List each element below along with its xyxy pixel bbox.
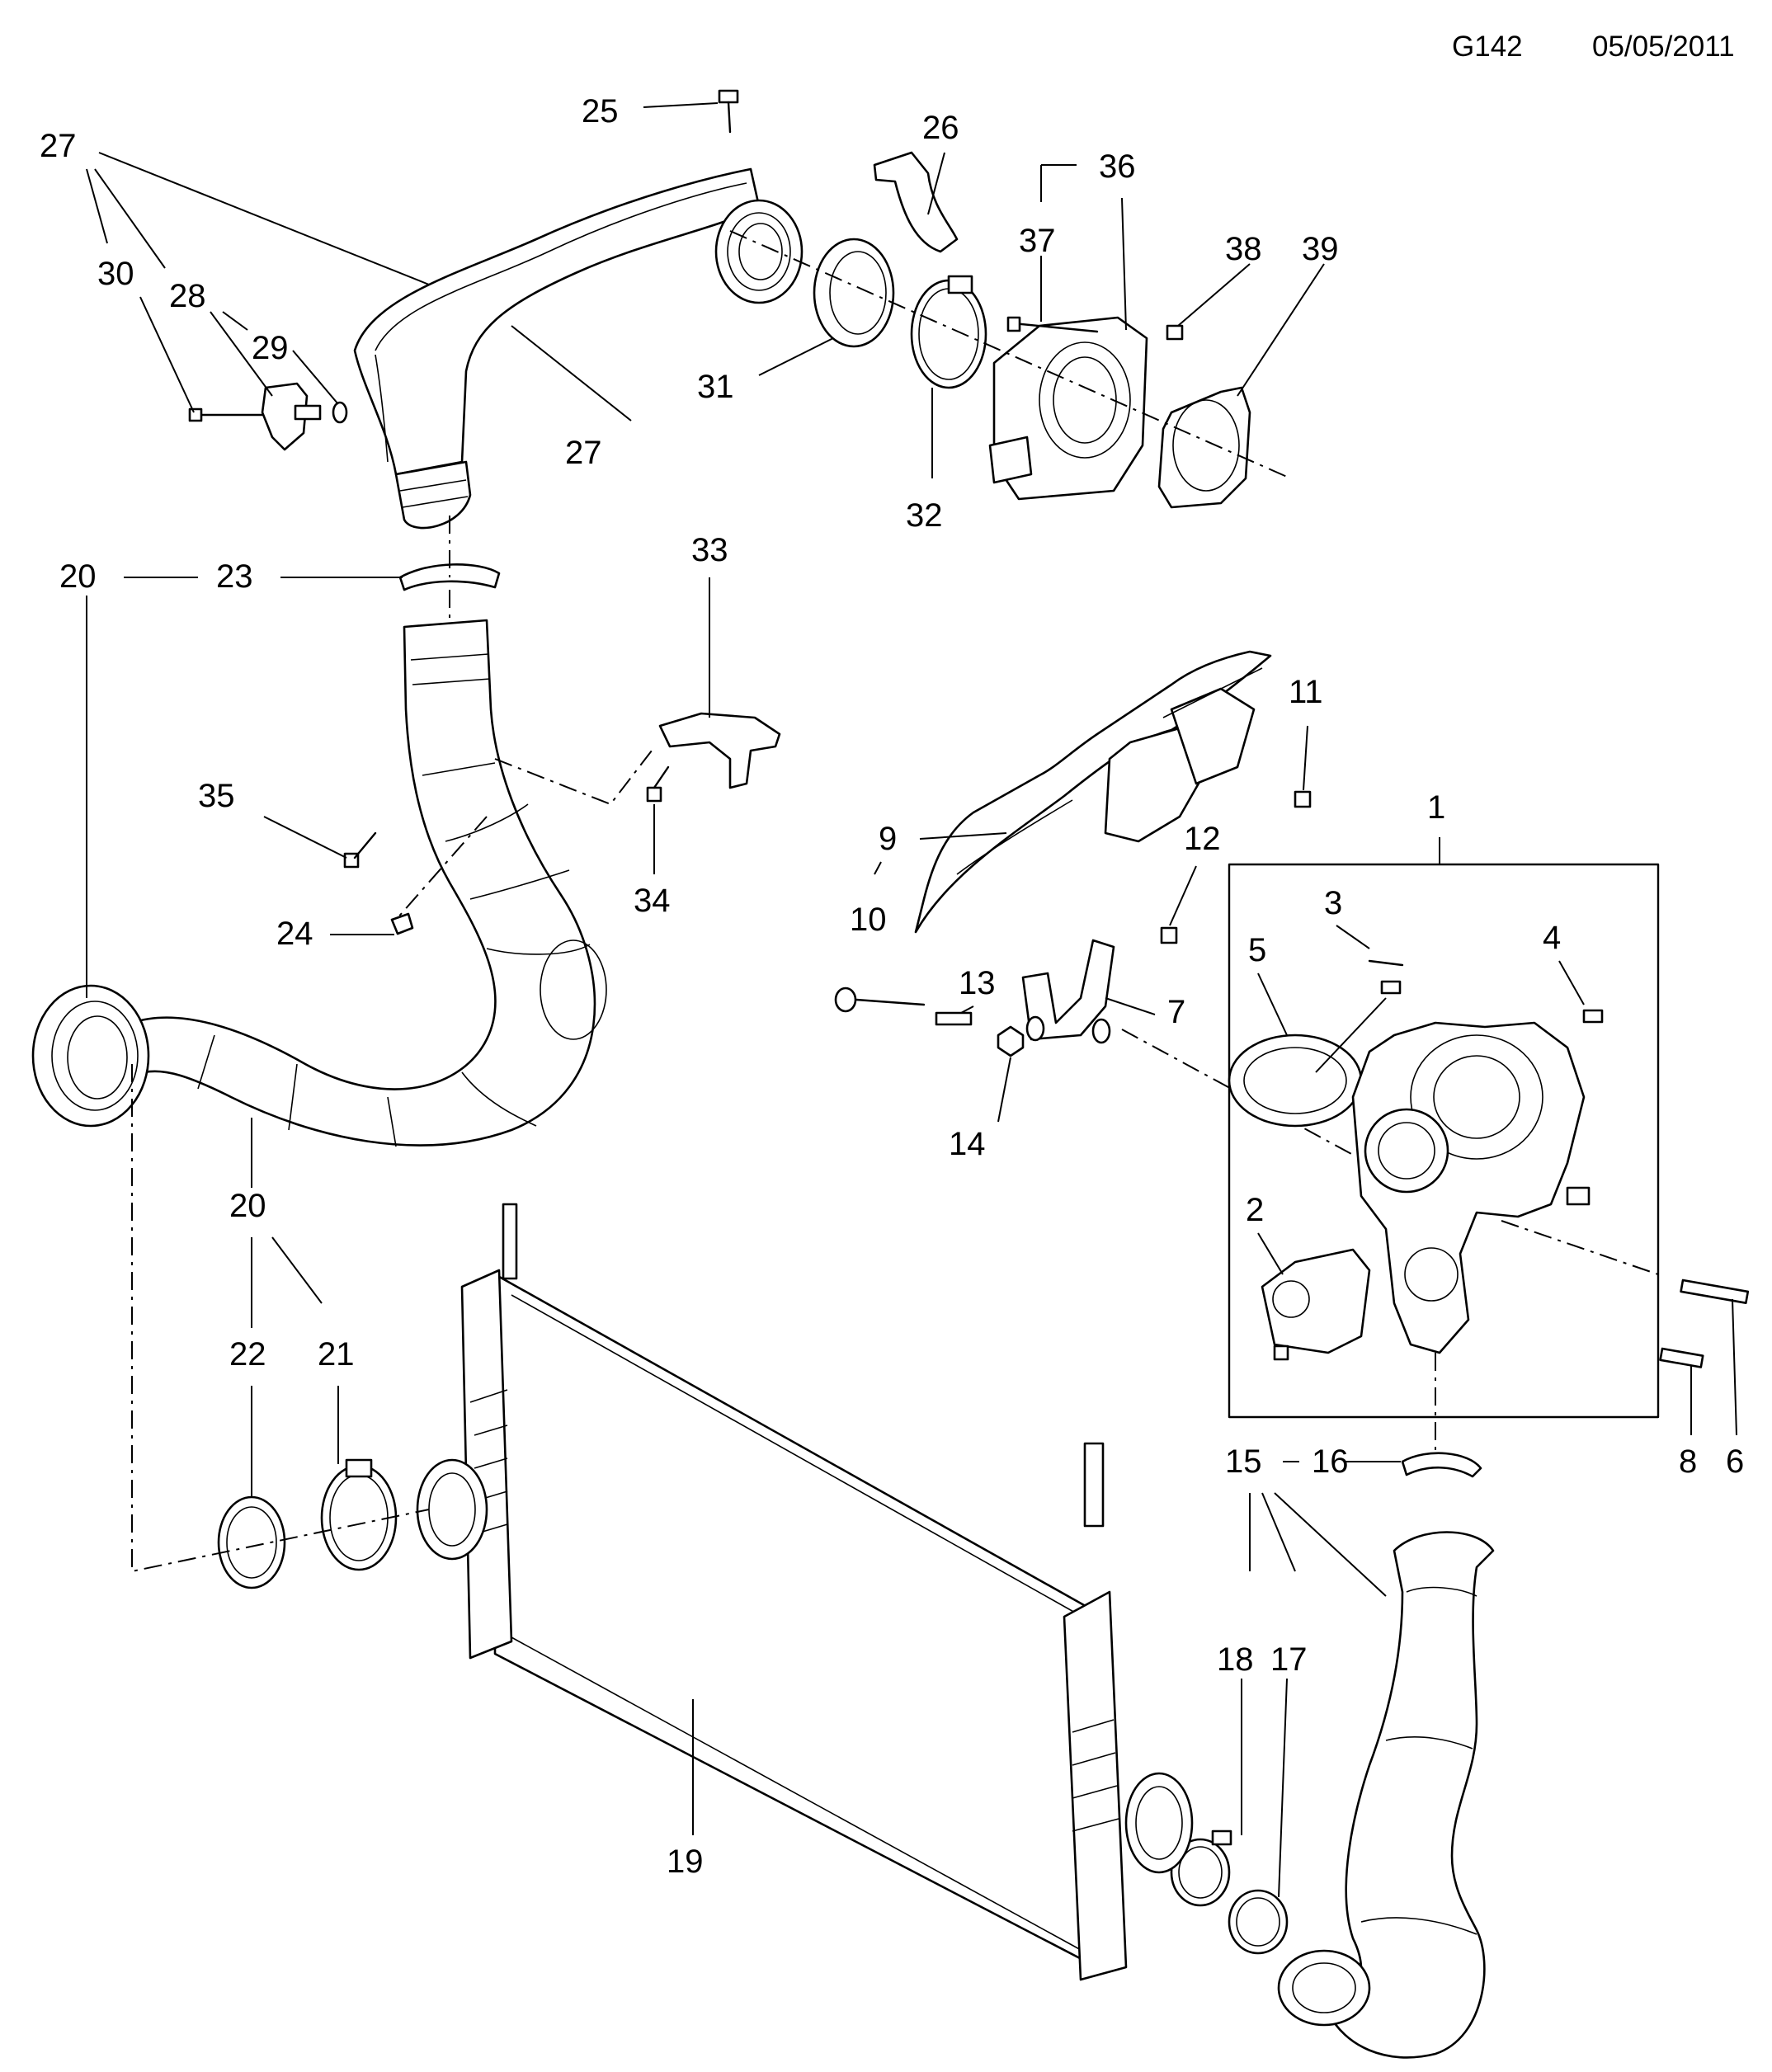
callout-1: 1 <box>1427 789 1445 826</box>
bolt-6 <box>1680 1279 1750 1304</box>
air-intake-duct <box>353 167 804 530</box>
callout-4: 4 <box>1543 920 1561 956</box>
throttle-body <box>988 316 1184 501</box>
heat-shield-9 <box>914 650 1272 934</box>
fasteners-10-14 <box>834 790 1312 1057</box>
callout-25: 25 <box>582 93 619 130</box>
diagram-date: 05/05/2011 <box>1592 31 1735 63</box>
callout-33: 33 <box>691 532 728 568</box>
callout-19: 19 <box>667 1844 704 1880</box>
turbocharger <box>1228 1009 1604 1354</box>
seal-22 <box>217 1495 286 1589</box>
callout-11: 11 <box>1289 674 1323 710</box>
callout-37: 37 <box>1019 223 1056 259</box>
callout-10: 10 <box>850 902 887 938</box>
callout-28: 28 <box>169 278 206 314</box>
screw-in-box <box>1273 1344 1289 1361</box>
callout-6: 6 <box>1726 1443 1744 1480</box>
callout-35: 35 <box>198 778 235 814</box>
bracket-7 <box>1021 939 1115 1044</box>
callout-27: 27 <box>40 128 77 164</box>
bracket-26 <box>873 151 959 253</box>
callout-labels: 27 25 26 36 37 38 39 30 28 29 31 27 32 3… <box>40 93 1744 1880</box>
callout-18: 18 <box>1217 1641 1254 1678</box>
callout-20b: 20 <box>229 1188 266 1224</box>
callout-21: 21 <box>318 1336 355 1373</box>
clamp-16 <box>1401 1452 1482 1478</box>
callout-29: 29 <box>252 330 289 366</box>
callout-32: 32 <box>906 497 943 534</box>
turbocharger-assembly-box <box>1228 863 1660 1419</box>
callout-15: 15 <box>1225 1443 1262 1480</box>
callout-26: 26 <box>922 110 959 146</box>
bracket-33 <box>343 712 781 869</box>
callout-24: 24 <box>276 916 313 952</box>
seal-ring-31 <box>813 238 895 348</box>
callout-27b: 27 <box>565 435 602 471</box>
callout-13: 13 <box>959 965 996 1001</box>
callout-3: 3 <box>1324 885 1342 921</box>
clamp-32 <box>910 275 987 389</box>
callout-39: 39 <box>1302 231 1339 267</box>
callout-31: 31 <box>697 369 734 405</box>
callout-23: 23 <box>216 558 253 595</box>
callout-14: 14 <box>949 1126 986 1162</box>
charge-air-hose-20 <box>31 619 607 1147</box>
callout-16: 16 <box>1312 1443 1349 1480</box>
diagram-code: G142 <box>1452 31 1523 63</box>
charge-air-hose-15 <box>1277 1531 1495 2059</box>
callout-36: 36 <box>1099 148 1136 185</box>
clamp-18 <box>1170 1829 1232 1907</box>
callout-38: 38 <box>1225 231 1262 267</box>
callout-22: 22 <box>229 1336 266 1373</box>
callout-2: 2 <box>1246 1192 1264 1228</box>
actuator-2 <box>1261 1248 1371 1354</box>
boost-pressure-sensor <box>188 382 348 451</box>
callout-7: 7 <box>1167 994 1185 1030</box>
clamp-21 <box>320 1458 398 1571</box>
leader-lines <box>86 102 1737 1898</box>
callout-17: 17 <box>1270 1641 1308 1678</box>
callout-9: 9 <box>879 821 897 857</box>
seal-17 <box>1228 1889 1289 1955</box>
bolt-8 <box>1659 1347 1704 1368</box>
callout-5: 5 <box>1248 932 1266 968</box>
throttle-gasket-39 <box>1157 386 1251 509</box>
callout-12: 12 <box>1184 821 1221 857</box>
clip-24 <box>390 912 414 935</box>
callout-8: 8 <box>1679 1443 1697 1480</box>
screw-25 <box>718 89 739 134</box>
intercooler-19 <box>416 1203 1194 1981</box>
callout-20: 20 <box>59 558 97 595</box>
callout-30: 30 <box>97 256 134 292</box>
callout-34: 34 <box>634 883 671 919</box>
